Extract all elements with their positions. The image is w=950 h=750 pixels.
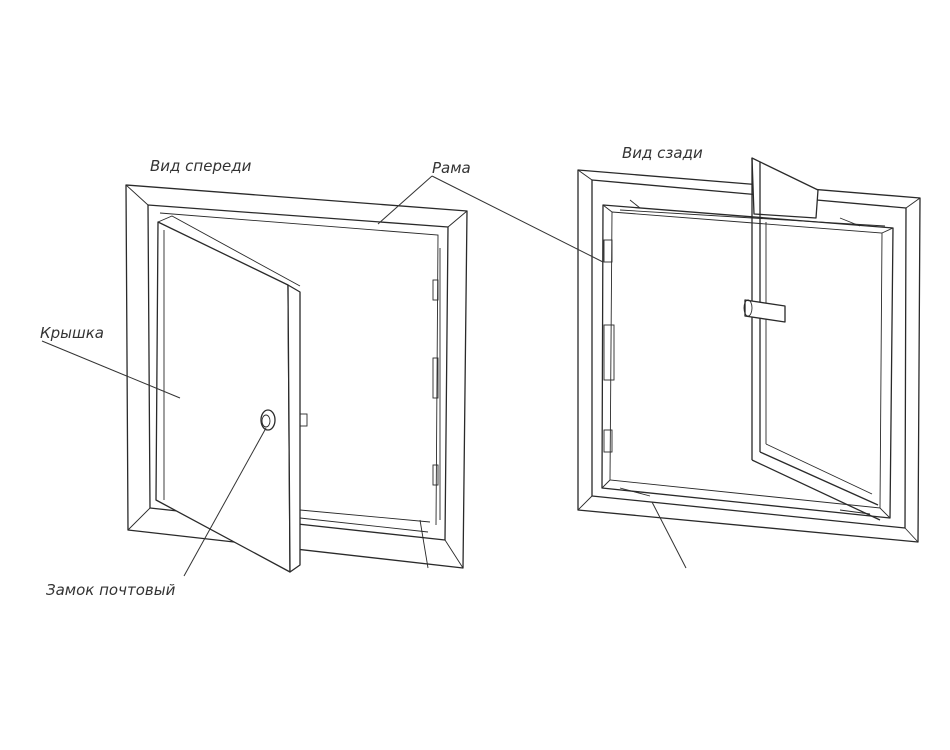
leader-cover [41, 340, 181, 399]
rear-frame [577, 169, 921, 543]
rear-view-label: Вид сзади [622, 144, 703, 162]
mail-lock-label: Замок почтовый [46, 581, 176, 599]
front-view-drawing [125, 184, 468, 573]
front-cover-door [155, 215, 308, 573]
leader-frame-front [377, 175, 433, 225]
front-frame [125, 184, 468, 569]
rear-view-drawing [577, 157, 921, 543]
leader-rear-bottom [651, 501, 687, 569]
mail-lock-icon [260, 409, 276, 431]
rear-cover-door [743, 157, 881, 521]
leader-lines [41, 175, 687, 577]
cover-label: Крышка [40, 324, 104, 342]
leader-lock [183, 427, 267, 577]
frame-label: Рама [432, 159, 471, 177]
front-view-label: Вид спереди [150, 157, 252, 175]
leader-frame-rear [431, 175, 604, 263]
